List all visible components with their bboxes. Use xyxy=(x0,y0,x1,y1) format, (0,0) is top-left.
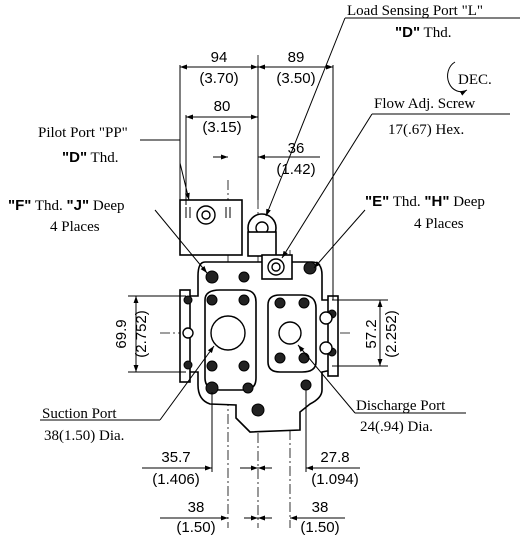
dim-35-7-in: (1.406) xyxy=(152,471,200,488)
flange-bolts xyxy=(183,261,337,417)
load-sensing-port-label: Load Sensing Port "L" xyxy=(347,3,483,19)
pilot-port-label: Pilot Port "PP" xyxy=(38,125,128,141)
dim-27-8-in: (1.094) xyxy=(311,471,359,488)
suction-port-label: Suction Port xyxy=(42,406,117,422)
e-thread-label: "E" Thd. "H" Deep xyxy=(365,193,485,210)
dim-38-right-in: (1.50) xyxy=(300,519,339,536)
dim-57-2-in: (2.252) xyxy=(383,310,400,358)
rotation-arrow-icon xyxy=(447,61,468,96)
pump-body xyxy=(179,199,339,433)
leader-lines xyxy=(40,17,520,421)
side-bolts xyxy=(182,311,333,355)
dim-27-8: 27.8 xyxy=(320,449,349,466)
dim-80-in: (3.15) xyxy=(202,119,241,136)
rotation-label: DEC. xyxy=(458,72,492,88)
dimension-text: 94 (3.70) 89 (3.50) 80 (3.15) 36 (1.42) … xyxy=(113,49,400,536)
suction-port-dia: 38(1.50) Dia. xyxy=(44,428,124,444)
dim-36-in: (1.42) xyxy=(276,161,315,178)
dim-38-right: 38 xyxy=(312,499,329,516)
flow-adj-screw-label: Flow Adj. Screw xyxy=(374,96,475,112)
dim-89: 89 xyxy=(288,49,305,66)
discharge-port-label: Discharge Port xyxy=(356,398,446,414)
dim-80: 80 xyxy=(214,98,231,115)
dim-69-9: 69.9 xyxy=(113,319,130,348)
f-thread-label: "F" Thd. "J" Deep xyxy=(8,197,125,214)
discharge-port-dia: 24(.94) Dia. xyxy=(360,419,433,435)
annotations: Load Sensing Port "L" "D" Thd. DEC. Flow… xyxy=(8,3,492,444)
dim-57-2: 57.2 xyxy=(363,319,380,348)
f-thread-places: 4 Places xyxy=(50,219,100,235)
top-dimensions xyxy=(179,64,334,300)
side-dimensions xyxy=(128,295,388,373)
discharge-port xyxy=(278,321,302,345)
dim-38-left-in: (1.50) xyxy=(176,519,215,536)
dim-94-in: (3.70) xyxy=(199,70,238,87)
suction-port xyxy=(210,315,246,351)
bottom-dimensions xyxy=(142,390,360,521)
pilot-port-thread: "D" Thd. xyxy=(62,149,118,166)
flow-adj-hex-label: 17(.67) Hex. xyxy=(388,122,464,138)
dim-94: 94 xyxy=(211,49,228,66)
dim-36: 36 xyxy=(288,140,305,157)
load-sensing-port-thread: "D" Thd. xyxy=(395,24,451,41)
dim-89-in: (3.50) xyxy=(276,70,315,87)
dim-69-9-in: (2.752) xyxy=(133,310,150,358)
e-thread-places: 4 Places xyxy=(414,216,464,232)
dim-38-left: 38 xyxy=(188,499,205,516)
dim-35-7: 35.7 xyxy=(161,449,190,466)
